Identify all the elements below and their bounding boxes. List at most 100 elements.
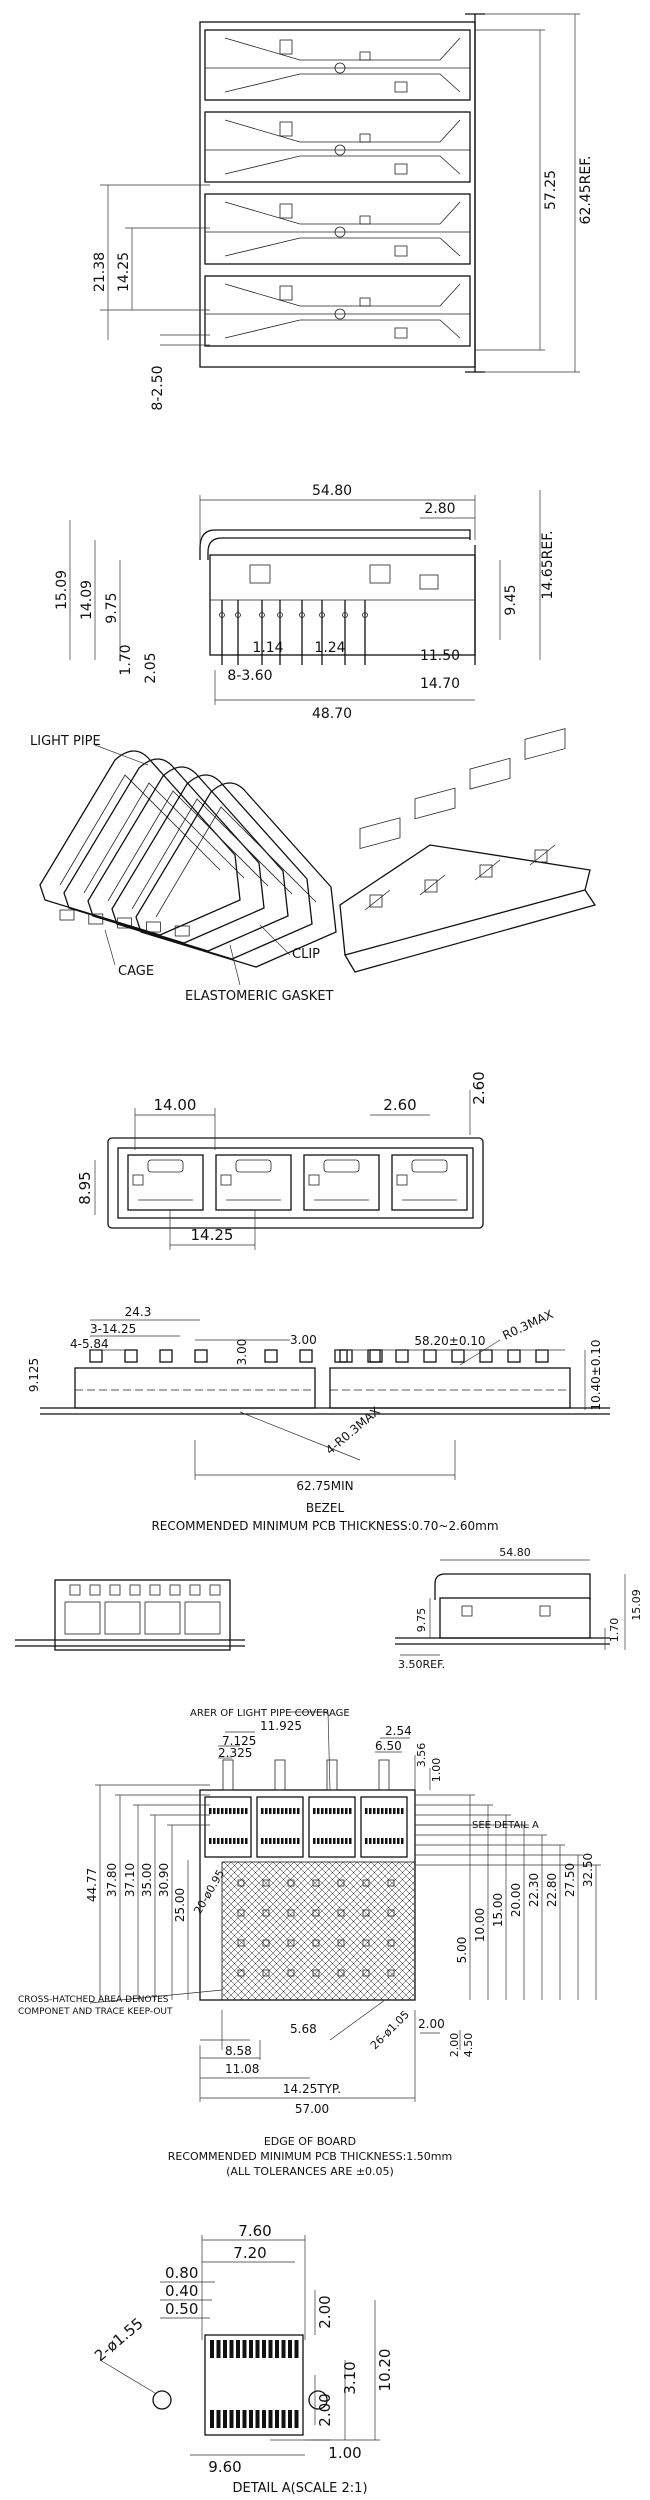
dim-14-09: 14.09: [79, 580, 95, 620]
dim-54-80-mount: 54.80: [499, 1546, 531, 1559]
dim-7-125: 7.125: [222, 1734, 256, 1748]
detail-a-pad: [268, 2340, 273, 2358]
dim-1-70-mount: 1.70: [608, 1618, 621, 1643]
dim-2-00-pcb-h: 2.00: [418, 2017, 445, 2031]
dim-7-20: 7.20: [233, 2244, 266, 2262]
bezel-led-window: [334, 1349, 348, 1363]
pcb-mounting-hole: [387, 1939, 395, 1947]
dim-35-00: 35.00: [140, 1863, 154, 1897]
dim-2-60-h: 2.60: [383, 1096, 416, 1114]
pcb-pad: [389, 1838, 392, 1844]
pcb-pad: [381, 1838, 384, 1844]
pcb-pad: [217, 1808, 220, 1814]
iso-view: LIGHT PIPE CAGE CLIP ELASTOMERIC GASKET: [30, 728, 597, 1004]
pcb-bay: [360, 1796, 408, 1858]
pcb-pad: [345, 1808, 348, 1814]
dim-3-14-25: 3-14.25: [90, 1322, 136, 1336]
dim-3-50ref: 3.50REF.: [398, 1658, 445, 1671]
dim-2-54: 2.54: [385, 1724, 412, 1738]
detail-a-pad: [242, 2340, 247, 2358]
top-view: 21.38 14.25 8-2.50 57.25 62.45REF.: [92, 13, 594, 411]
pcb-pad: [237, 1808, 240, 1814]
mount-led-window: [169, 1584, 181, 1596]
mount-front-port: [184, 1601, 221, 1635]
pcb-pad: [225, 1838, 228, 1844]
dim-26-d1-05: 26-ø1.05: [368, 2008, 412, 2052]
pcb-pad: [325, 1838, 328, 1844]
iso-right-cage: [339, 728, 597, 973]
top-view-bays: [204, 29, 471, 347]
light-pipe-pad: [378, 1759, 390, 1791]
detail-a-title: DETAIL A(SCALE 2:1): [232, 2481, 367, 2496]
detail-a-pad: [255, 2410, 260, 2428]
pcb-pad: [393, 1808, 396, 1814]
dim-62-75min: 62.75MIN: [296, 1479, 353, 1493]
pcb-note-tolerance: (ALL TOLERANCES ARE ±0.05): [226, 2165, 394, 2178]
pcb-pad: [261, 1838, 264, 1844]
dim-4-r0-3max: 4-R0.3MAX: [323, 1404, 383, 1457]
pcb-pad: [277, 1808, 280, 1814]
top-view-bay: [204, 275, 471, 347]
bezel-led-window: [395, 1349, 409, 1363]
pcb-pad: [213, 1838, 216, 1844]
pcb-pad: [377, 1838, 380, 1844]
dim-1-24: 1.24: [314, 640, 345, 656]
detail-a-pad: [229, 2410, 234, 2428]
pcb-bay-footprints: [204, 1759, 408, 1858]
iso-right-port: [414, 787, 456, 820]
dim-0-50: 0.50: [165, 2300, 198, 2318]
pcb-pad: [245, 1808, 248, 1814]
detail-a-pad: [210, 2340, 214, 2358]
dim-2-d1-55: 2-ø1.55: [91, 2314, 147, 2365]
pcb-pad: [293, 1808, 296, 1814]
pcb-mounting-hole: [337, 1969, 345, 1977]
pcb-mounting-hole: [387, 1909, 395, 1917]
detail-a-pad: [242, 2410, 247, 2428]
pcb-pad: [217, 1838, 220, 1844]
pcb-mounting-hole: [262, 1879, 270, 1887]
pcb-pad: [273, 1808, 276, 1814]
mount-front-port: [104, 1601, 141, 1635]
pcb-mounting-hole: [287, 1909, 295, 1917]
pcb-mounting-hole: [337, 1939, 345, 1947]
dim-14-25typ: 14.25TYP.: [283, 2082, 341, 2096]
edge-of-board-label: EDGE OF BOARD: [264, 2135, 356, 2148]
pcb-right-dim-lines: [415, 1794, 601, 2000]
bezel-led-windows: [89, 1349, 549, 1363]
iso-left-cage: [39, 750, 337, 968]
dim-9-75: 9.75: [104, 592, 120, 623]
pcb-pad: [281, 1808, 284, 1814]
hatch-note-line2: COMPONET AND TRACE KEEP-OUT: [18, 2007, 173, 2017]
pcb-mounting-hole: [362, 1909, 370, 1917]
mount-led-window: [129, 1584, 141, 1596]
mount-front-port: [144, 1601, 181, 1635]
top-view-bay: [204, 29, 471, 101]
dim-9-125: 9.125: [27, 1358, 41, 1392]
detail-a-pad: [249, 2410, 253, 2428]
dim-2-80: 2.80: [424, 501, 455, 517]
pcb-pad: [369, 1838, 372, 1844]
dim-3-00-a: 3.00: [235, 1339, 249, 1366]
pcb-pad: [313, 1808, 316, 1814]
bezel-led-window: [451, 1349, 465, 1363]
dim-0-80: 0.80: [165, 2264, 198, 2282]
pcb-pad: [389, 1808, 392, 1814]
pcb-pad: [321, 1838, 324, 1844]
pcb-mounting-hole: [362, 1939, 370, 1947]
bezel-led-window: [339, 1349, 353, 1363]
detail-a-pad: [275, 2340, 279, 2358]
dim-54-80: 54.80: [312, 483, 352, 499]
detail-a-pads: [210, 2340, 299, 2428]
iso-left-light-pipe: [39, 750, 241, 936]
iso-right-top: [339, 844, 591, 956]
detail-a-pad: [255, 2340, 260, 2358]
bezel-note: RECOMMENDED MINIMUM PCB THICKNESS:0.70~2…: [151, 1519, 498, 1533]
dim-8-95: 8.95: [76, 1171, 94, 1204]
pcb-pad: [341, 1838, 344, 1844]
pcb-mounting-hole: [362, 1879, 370, 1887]
detail-a-pad: [236, 2340, 240, 2358]
pcb-bay: [204, 1796, 252, 1858]
dim-22-30: 22.30: [527, 1873, 541, 1907]
keepout-hatched-area: [221, 1861, 416, 2001]
